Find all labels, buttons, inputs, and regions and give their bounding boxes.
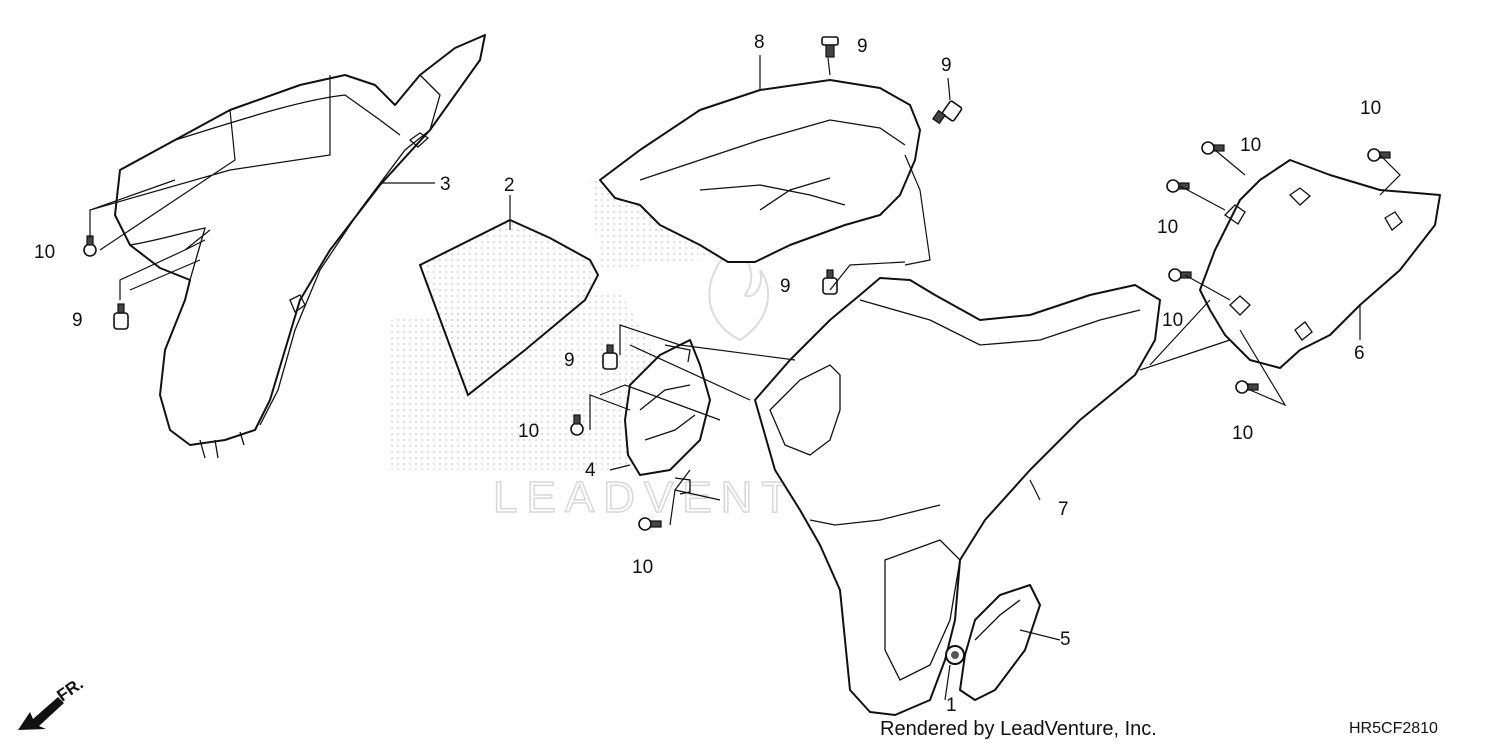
screw-10-right-a: [1201, 141, 1225, 155]
screw-10-bracket: [570, 414, 584, 436]
shroud-lower-crease: [129, 227, 206, 281]
shroud-top-flap: [419, 74, 441, 131]
grommet-core: [951, 651, 959, 659]
callout-4: 4: [585, 460, 596, 481]
fasteners: [83, 36, 1391, 531]
clip-9-left: [113, 303, 129, 330]
clip-9-bracket: [602, 344, 618, 370]
side-cap-ridge: [974, 599, 1021, 641]
screw-10-right-e: [1235, 380, 1259, 394]
part-6-right-panel: [1199, 159, 1441, 369]
callout-6: 6: [1354, 343, 1365, 364]
upper-cover-fold: [759, 177, 831, 211]
diagram-code: HR5CF2810: [1349, 720, 1438, 737]
part-3-left-shroud: [114, 34, 486, 459]
main-cover-ridge: [859, 299, 1141, 346]
callout-9-top: 9: [857, 36, 868, 57]
callout-10-left: 10: [34, 242, 55, 263]
main-cover-lower-recess: [884, 539, 961, 681]
shroud-clips: [289, 132, 430, 313]
right-panel-outline: [1199, 159, 1441, 369]
callout-9-left: 9: [72, 310, 83, 331]
callout-labels: 1 2 3 4 5 6 7 8 9 9 9 9 9 10 10 10 10 10…: [34, 32, 1381, 716]
side-cap-outline: [959, 584, 1041, 701]
screw-10-right-c: [1166, 179, 1190, 193]
main-cover-lower-line: [809, 504, 941, 526]
upper-cover-ridge: [639, 119, 906, 181]
callout-10-right-b: 10: [1360, 98, 1381, 119]
upper-cover-outline: [599, 79, 921, 263]
main-cover-outline: [754, 277, 1161, 716]
part-8-upper-cover: [599, 79, 921, 263]
part-2-mesh-panel: [418, 218, 600, 397]
callout-10-bracket: 10: [518, 421, 539, 442]
callout-3: 3: [440, 174, 451, 195]
screw-10-right-b: [1367, 148, 1391, 162]
callout-5: 5: [1060, 629, 1071, 650]
callout-10-right-c: 10: [1157, 217, 1178, 238]
main-cover-vent: [769, 364, 841, 456]
watermark-flame-icon: [708, 243, 770, 342]
clip-9-top: [821, 36, 839, 58]
callout-9-bracket: 9: [564, 350, 575, 371]
leader-lines: [89, 55, 1401, 701]
shroud-tabs: [199, 431, 245, 459]
front-direction-marker: FR.: [18, 674, 87, 730]
clip-9-upper-right: [932, 100, 963, 125]
right-panel-mount-holes: [1223, 187, 1403, 341]
callout-8: 8: [754, 32, 765, 53]
callout-10-right-d: 10: [1162, 310, 1183, 331]
mesh-panel-outline: [418, 218, 600, 397]
callout-10-bottom: 10: [632, 557, 653, 578]
callout-9-middle: 9: [780, 276, 791, 297]
shroud-inner-edge: [259, 129, 431, 426]
part-5-side-cap: [959, 584, 1041, 701]
callout-1: 1: [946, 695, 957, 716]
clip-9-middle: [822, 269, 838, 295]
screw-10-right-d: [1168, 268, 1192, 282]
callout-10-right-a: 10: [1240, 135, 1261, 156]
shroud-upper-edge: [174, 94, 401, 141]
callout-7: 7: [1058, 499, 1069, 520]
part-7-main-side-cover: [754, 277, 1161, 716]
bracket-tabs: [664, 344, 691, 495]
callout-9-upper-right: 9: [941, 55, 952, 76]
callout-2: 2: [504, 175, 515, 196]
rendered-by-credit: Rendered by LeadVenture, Inc.: [880, 718, 1157, 740]
bracket-ribs: [639, 384, 696, 441]
screw-10-left: [83, 235, 97, 257]
front-direction-arrow-icon: [18, 697, 64, 730]
upper-cover-channel: [699, 184, 846, 206]
part-1-grommet: [945, 645, 965, 665]
callout-10-right-e: 10: [1232, 423, 1253, 444]
shroud-outline: [114, 34, 486, 446]
screw-10-bottom: [638, 517, 662, 531]
